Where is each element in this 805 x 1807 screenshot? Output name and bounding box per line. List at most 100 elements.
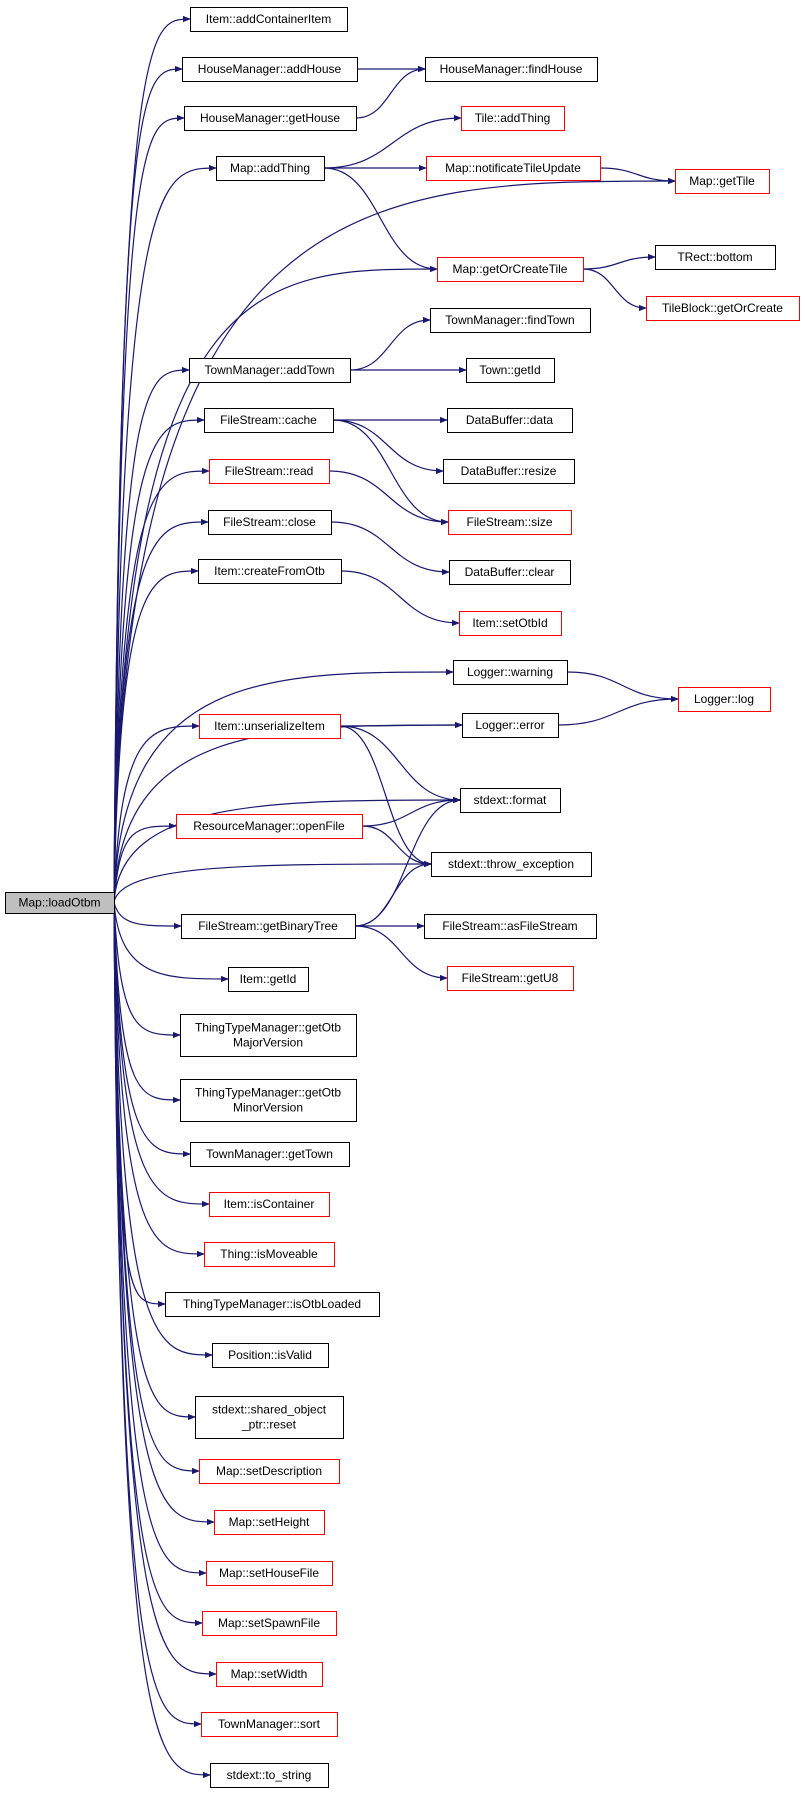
node-item-getid[interactable]: Item::getId [228,967,309,992]
node-label: TownManager::findTown [445,313,574,327]
node-item-addcontaineritem[interactable]: Item::addContainerItem [190,7,348,32]
edge-root-n21 [113,567,199,903]
node-label: Town::getId [479,363,540,377]
node-position-isvalid[interactable]: Position::isValid [212,1343,329,1368]
node-label: HouseManager::getHouse [200,111,340,125]
node-stdext-format[interactable]: stdext::format [460,788,561,813]
node-map-notificatetileupdate[interactable]: Map::notificateTileUpdate [426,156,601,181]
node-resourcemanager-openfile[interactable]: ResourceManager::openFile [176,814,363,839]
edge-root-n44 [113,902,215,1526]
node-box [214,1510,325,1535]
node-label: ResourceManager::openFile [193,819,345,833]
node-box [447,408,573,433]
node-filestream-read[interactable]: FileStream::read [209,459,330,484]
edge-root-n6 [113,164,217,903]
edge-root-n26 [113,722,200,903]
node-stdext-throw-exception[interactable]: stdext::throw_exception [431,852,592,877]
root-node[interactable]: Map::loadOtbm [5,892,115,914]
node-logger-log[interactable]: Logger::log [678,687,771,712]
node-label: Map::addThing [230,161,310,175]
node-box [201,1712,338,1737]
edge-n10-n9 [582,253,656,270]
node-townmanager-addtown[interactable]: TownManager::addTown [189,358,351,383]
node-filestream-getbinarytree[interactable]: FileStream::getBinaryTree [181,914,356,939]
node-label: Position::isValid [228,1348,312,1362]
node-box [182,57,358,82]
node-box [443,459,575,484]
node-box [678,687,771,712]
node-logger-error[interactable]: Logger::error [462,713,559,738]
node-filestream-size[interactable]: FileStream::size [448,510,572,535]
node-item-createfromotb[interactable]: Item::createFromOtb [198,559,342,584]
node-stdext-shared-object-ptr-reset[interactable]: stdext::shared_object_ptr::reset [195,1396,344,1439]
node-map-gettile[interactable]: Map::getTile [675,169,770,194]
node-label: Logger::error [475,718,544,732]
node-label: FileStream::read [225,464,314,478]
node-label: MinorVersion [233,1101,303,1115]
node-box [646,296,800,321]
node-label: stdext::throw_exception [448,857,574,871]
node-label: Logger::warning [467,665,553,679]
node-tile-addthing[interactable]: Tile::addThing [461,106,565,131]
edge-n29-n28 [361,796,461,827]
node-box [204,1242,335,1267]
edge-n27-n25 [557,695,679,726]
node-townmanager-gettown[interactable]: TownManager::getTown [190,1142,350,1167]
node-filestream-cache[interactable]: FileStream::cache [204,408,334,433]
node-map-setheight[interactable]: Map::setHeight [214,1510,325,1535]
edge-root-n36 [113,902,181,1104]
node-item-unserializeitem[interactable]: Item::unserializeItem [199,714,341,739]
node-box [460,788,561,813]
node-filestream-asfilestream[interactable]: FileStream::asFileStream [424,914,597,939]
node-label: FileStream::getU8 [462,971,559,985]
node-label: Map::setHeight [229,1515,310,1529]
node-tileblock-getorcreate[interactable]: TileBlock::getOrCreate [646,296,800,321]
node-town-getid[interactable]: Town::getId [466,358,555,383]
edge-root-n10 [113,265,438,903]
node-box [208,510,332,535]
node-trect-bottom[interactable]: TRect::bottom [655,245,776,270]
edge-n7-n8 [599,167,676,185]
node-stdext-to-string[interactable]: stdext::to_string [210,1763,329,1788]
edge-n6-n10 [323,167,438,273]
node-map-addthing[interactable]: Map::addThing [216,156,325,181]
edge-root-n15 [113,416,205,903]
node-map-setwidth[interactable]: Map::setWidth [216,1662,323,1687]
node-housemanager-gethouse[interactable]: HouseManager::getHouse [184,106,357,131]
node-townmanager-sort[interactable]: TownManager::sort [201,1712,338,1737]
node-label: DataBuffer::clear [465,565,555,579]
edge-n6-n5 [323,114,462,169]
node-thing-ismoveable[interactable]: Thing::isMoveable [204,1242,335,1267]
node-housemanager-addhouse[interactable]: HouseManager::addHouse [182,57,358,82]
edge-n26-n30 [339,725,432,868]
node-box [209,459,330,484]
node-filestream-close[interactable]: FileStream::close [208,510,332,535]
node-databuffer-clear[interactable]: DataBuffer::clear [449,560,571,585]
node-label: Map::loadOtbm [18,896,100,910]
node-label: Logger::log [694,692,754,706]
node-label: Item::getId [240,972,297,986]
node-item-iscontainer[interactable]: Item::isContainer [209,1192,330,1217]
node-databuffer-resize[interactable]: DataBuffer::resize [443,459,575,484]
node-label: MajorVersion [233,1036,303,1050]
node-townmanager-findtown[interactable]: TownManager::findTown [430,308,591,333]
edge-root-n34 [113,902,229,983]
node-housemanager-findhouse[interactable]: HouseManager::findHouse [425,57,598,82]
node-box [459,611,562,636]
nodes-layer: Map::loadOtbm Item::addContainerItemHouse… [5,7,800,1788]
node-map-setspawnfile[interactable]: Map::setSpawnFile [202,1611,337,1636]
node-map-setdescription[interactable]: Map::setDescription [199,1459,340,1484]
node-box [216,156,325,181]
node-item-setotbid[interactable]: Item::setOtbId [459,611,562,636]
node-thingtypemanager-isotbloaded[interactable]: ThingTypeManager::isOtbLoaded [165,1292,380,1317]
edge-root-n4 [113,114,185,903]
node-logger-warning[interactable]: Logger::warning [453,660,568,685]
node-map-sethousefile[interactable]: Map::setHouseFile [206,1561,333,1586]
node-databuffer-data[interactable]: DataBuffer::data [447,408,573,433]
node-filestream-getu8[interactable]: FileStream::getU8 [447,966,574,991]
node-box [212,1343,329,1368]
node-map-getorcreatetile[interactable]: Map::getOrCreateTile [437,257,584,282]
